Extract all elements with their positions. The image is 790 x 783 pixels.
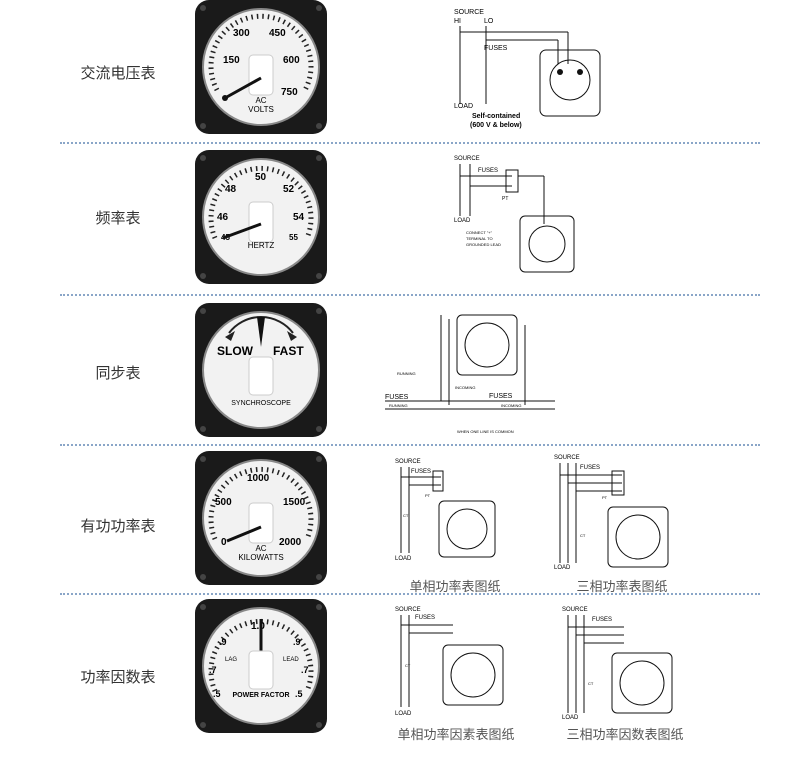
ac-voltmeter-image: 150 300 450 600 750 AC VOLTS bbox=[195, 0, 327, 134]
three-phase-power-factor-caption: 三相功率因数表图纸 bbox=[566, 728, 684, 743]
scale-450: 450 bbox=[269, 28, 286, 39]
svg-text:LOAD: LOAD bbox=[562, 715, 579, 721]
svg-text:SOURCE: SOURCE bbox=[454, 156, 480, 162]
svg-text:FUSES: FUSES bbox=[478, 168, 498, 174]
meter-unit-line2: VOLTS bbox=[248, 105, 274, 114]
svg-text:CT: CT bbox=[405, 663, 411, 668]
scale-300: 300 bbox=[233, 28, 250, 39]
meter-unit: POWER FACTOR bbox=[232, 692, 289, 699]
row-label-power-factor-meter: 功率因数表 bbox=[80, 668, 156, 686]
single-phase-power-factor-wiring-diagram: SOURCE FUSES CT LOAD bbox=[395, 607, 504, 717]
svg-text:LOAD: LOAD bbox=[554, 565, 571, 571]
meter-unit-line1: AC bbox=[255, 544, 266, 553]
svg-text:INCOMING: INCOMING bbox=[501, 403, 521, 408]
separator bbox=[60, 142, 760, 144]
svg-text:RUNNING: RUNNING bbox=[397, 371, 416, 376]
svg-text:CT: CT bbox=[580, 533, 586, 538]
scale-1-0: 1.0 bbox=[251, 621, 265, 632]
scale-750: 750 bbox=[281, 87, 298, 98]
meter-unit-line2: KILOWATTS bbox=[238, 553, 283, 562]
three-phase-kilowatt-caption: 三相功率表图纸 bbox=[576, 580, 668, 595]
scale-55: 55 bbox=[289, 233, 298, 242]
single-phase-kilowatt-wiring-diagram: SOURCE FUSES PT CT LOAD bbox=[395, 459, 496, 562]
scale-1000: 1000 bbox=[247, 473, 270, 484]
svg-text:TERMINAL TO: TERMINAL TO bbox=[466, 236, 493, 241]
separator bbox=[60, 593, 760, 595]
meter-unit: HERTZ bbox=[248, 241, 275, 250]
kilowatt-meter-image: 0 500 1000 1500 2000 AC KILOWATTS bbox=[195, 451, 327, 585]
slow-label: SLOW bbox=[217, 344, 254, 358]
svg-text:FUSES: FUSES bbox=[411, 469, 431, 475]
scale-1500: 1500 bbox=[283, 497, 306, 508]
svg-text:WHEN ONE LINE IS COMMON: WHEN ONE LINE IS COMMON bbox=[457, 429, 514, 434]
scale-50: 50 bbox=[255, 172, 267, 183]
svg-text:LO: LO bbox=[484, 18, 494, 25]
svg-text:SOURCE: SOURCE bbox=[562, 607, 588, 613]
svg-text:CONNECT "+": CONNECT "+" bbox=[466, 230, 493, 235]
svg-text:RUNNING: RUNNING bbox=[389, 403, 408, 408]
row-label-synchroscope: 同步表 bbox=[95, 364, 141, 382]
svg-text:GROUNDED LEAD: GROUNDED LEAD bbox=[466, 242, 501, 247]
svg-text:PT: PT bbox=[502, 196, 508, 202]
svg-text:FUSES: FUSES bbox=[592, 617, 612, 623]
single-phase-kilowatt-caption: 单相功率表图纸 bbox=[409, 580, 501, 595]
scale-500: 500 bbox=[215, 497, 232, 508]
svg-text:LOAD: LOAD bbox=[395, 711, 412, 717]
svg-text:(600 V & below): (600 V & below) bbox=[470, 122, 522, 129]
svg-text:CT: CT bbox=[403, 513, 409, 518]
frequency-meter-wiring-diagram: SOURCE FUSES PT LOAD CONNECT "+" TERMINA… bbox=[454, 156, 575, 273]
scale-left-0-9: .9 bbox=[219, 637, 227, 647]
svg-text:CT: CT bbox=[588, 681, 594, 686]
svg-text:PT: PT bbox=[602, 495, 608, 500]
scale-left-0-5: .5 bbox=[213, 689, 221, 699]
separator bbox=[60, 294, 760, 296]
svg-text:FUSES: FUSES bbox=[385, 394, 409, 401]
svg-text:Self-contained: Self-contained bbox=[472, 113, 520, 120]
single-phase-power-factor-caption: 单相功率因素表图纸 bbox=[397, 728, 515, 743]
scale-right-0-9: .9 bbox=[293, 637, 301, 647]
svg-text:LOAD: LOAD bbox=[454, 218, 471, 224]
svg-text:HI: HI bbox=[454, 18, 461, 25]
fast-label: FAST bbox=[273, 344, 304, 358]
scale-48: 48 bbox=[225, 184, 237, 195]
scale-0: 0 bbox=[221, 537, 227, 548]
row-label-kilowatt-meter: 有功功率表 bbox=[80, 517, 156, 535]
row-label-frequency-meter: 频率表 bbox=[95, 209, 141, 227]
svg-text:FUSES: FUSES bbox=[489, 393, 513, 400]
scale-2000: 2000 bbox=[279, 537, 302, 548]
svg-text:SOURCE: SOURCE bbox=[395, 607, 421, 613]
ac-voltmeter-wiring-diagram: SOURCE HI LO FUSES LOAD Self-contained (… bbox=[454, 9, 601, 129]
three-phase-power-factor-wiring-diagram: SOURCE FUSES CT LOAD bbox=[562, 607, 673, 721]
svg-text:SOURCE: SOURCE bbox=[395, 459, 421, 465]
scale-left-0-7: .7 bbox=[209, 665, 217, 675]
scale-54: 54 bbox=[293, 212, 305, 223]
svg-text:FUSES: FUSES bbox=[415, 615, 435, 621]
synchroscope-wiring-diagram: RUNNING INCOMING FUSES FUSES RUNNING INC… bbox=[385, 314, 555, 434]
svg-text:LOAD: LOAD bbox=[395, 556, 412, 562]
separator bbox=[60, 444, 760, 446]
frequency-meter-image: 45 46 48 50 52 54 55 HERTZ bbox=[195, 150, 327, 284]
svg-text:SOURCE: SOURCE bbox=[454, 9, 484, 16]
scale-150: 150 bbox=[223, 55, 240, 66]
lag-label: LAG bbox=[225, 657, 237, 663]
svg-text:INCOMING: INCOMING bbox=[455, 385, 475, 390]
svg-text:FUSES: FUSES bbox=[580, 465, 600, 471]
scale-46: 46 bbox=[217, 212, 229, 223]
lead-label: LEAD bbox=[283, 657, 299, 663]
power-factor-meter-image: 1.0 .9 .7 .5 .9 .7 .5 LAG LEAD POWER FAC… bbox=[195, 599, 327, 733]
scale-right-0-7: .7 bbox=[301, 665, 309, 675]
row-label-ac-voltmeter: 交流电压表 bbox=[80, 64, 156, 82]
meter-unit: SYNCHROSCOPE bbox=[231, 400, 291, 407]
svg-text:SOURCE: SOURCE bbox=[554, 455, 580, 461]
scale-52: 52 bbox=[283, 184, 295, 195]
svg-text:PT: PT bbox=[425, 493, 431, 498]
scale-600: 600 bbox=[283, 55, 300, 66]
three-phase-kilowatt-wiring-diagram: SOURCE FUSES PT CT LOAD bbox=[554, 455, 669, 571]
meter-unit-line1: AC bbox=[255, 96, 266, 105]
svg-text:LOAD: LOAD bbox=[454, 103, 473, 110]
synchroscope-image: SLOW FAST SYNCHROSCOPE bbox=[195, 303, 327, 437]
scale-right-0-5: .5 bbox=[295, 689, 303, 699]
svg-text:FUSES: FUSES bbox=[484, 45, 508, 52]
